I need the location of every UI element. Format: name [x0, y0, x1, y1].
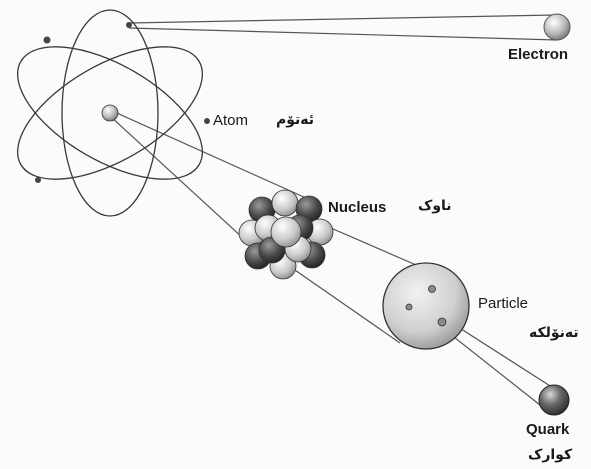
- orbit-electrons: [35, 22, 210, 183]
- atom-nucleus-dot: [102, 105, 118, 121]
- electron-label: Electron: [508, 47, 568, 62]
- nucleus-label-kurdish: ناوک: [418, 199, 452, 213]
- particle-sphere: [383, 263, 469, 349]
- atom-label: Atom: [213, 113, 248, 128]
- nucleus-label: Nucleus: [328, 200, 386, 215]
- orbit-electron-right: [204, 118, 210, 124]
- orbit-electron-top: [126, 22, 132, 28]
- nucleus-cluster: [239, 190, 333, 279]
- particle-quark-dot: [438, 318, 446, 326]
- particle-quark-dot: [429, 286, 436, 293]
- orbit-electron-top-left: [44, 37, 51, 44]
- atom-label-kurdish: ئەتۆم: [276, 113, 314, 127]
- electron-sphere: [544, 14, 570, 40]
- orbit-electron-bottom-left: [35, 177, 41, 183]
- connector-electron-top: [129, 15, 556, 23]
- particle-quark-dot: [406, 304, 412, 310]
- connector-nucleus-particle-top: [324, 225, 423, 268]
- connector-atom-nucleus-bottom: [110, 116, 256, 250]
- connector-electron-bottom: [129, 28, 558, 40]
- quark-label: Quark: [526, 422, 569, 437]
- nucleon: [272, 190, 298, 216]
- particle-label: Particle: [478, 296, 528, 311]
- quark-label-kurdish: کوارک: [528, 448, 572, 462]
- particle-label-kurdish: تەنۆلکە: [529, 326, 579, 340]
- quark-sphere: [539, 385, 569, 415]
- nucleon-center: [271, 217, 301, 247]
